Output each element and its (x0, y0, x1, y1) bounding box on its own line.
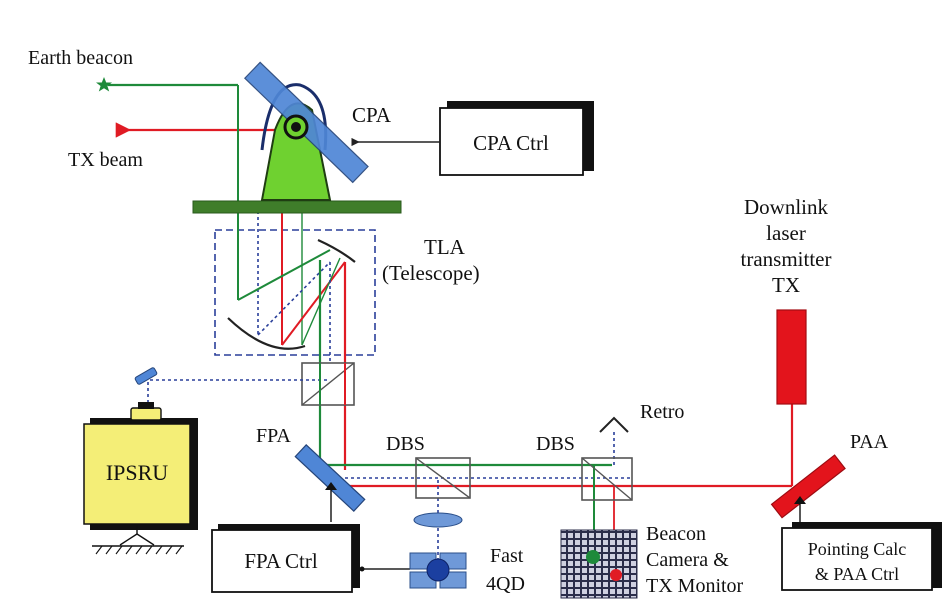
ipsru-box (83, 423, 191, 525)
4qd-focus-lens (413, 512, 463, 528)
cpa-ctrl-label: CPA Ctrl (473, 131, 549, 155)
fpa-ctrl-label: FPA Ctrl (244, 549, 318, 573)
fast-4qd-label-2: 4QD (486, 573, 525, 595)
tla-telescope-box (214, 229, 376, 356)
downlink-label-2: laser (766, 221, 806, 245)
earth-beacon-star-icon (96, 77, 112, 92)
tx-beam-diag (281, 261, 346, 346)
downlink-label-4: TX (772, 273, 800, 297)
dbs-2-diagonal (581, 457, 633, 501)
retro-label: Retro (640, 401, 684, 423)
dbs-label-1: DBS (386, 433, 425, 455)
beacon-spot (586, 550, 600, 564)
ipsru-label: IPSRU (106, 460, 168, 485)
fast-4qd-label-1: Fast (490, 545, 524, 567)
cpa-gimbal-arc (260, 83, 328, 151)
beacon-camera-label-2: Camera & (646, 549, 729, 571)
cpa-pivot-inner (291, 122, 301, 132)
beacon-camera-sensor (560, 529, 638, 599)
tla-label: TLA (424, 235, 466, 259)
dbs-2-cube (581, 457, 633, 501)
paa-label: PAA (850, 431, 889, 453)
4qd-beam-spot (426, 558, 450, 582)
downlink-laser-transmitter (776, 309, 807, 405)
pointing-ctrl-label-2: & PAA Ctrl (815, 564, 899, 584)
telescope-primary-mirror (227, 317, 306, 350)
ipsru-stand (119, 533, 155, 546)
downlink-label-1: Downlink (744, 195, 829, 219)
retro-reflector (599, 416, 629, 433)
fpa-label: FPA (256, 425, 291, 447)
fpa-mirror (294, 444, 366, 512)
beacon-camera-label-3: TX Monitor (646, 575, 744, 597)
paa-mirror-pivot (794, 496, 806, 504)
telescope-label: (Telescope) (382, 261, 480, 285)
beacon-camera-label-1: Beacon (646, 523, 706, 545)
beacon-beam-diag (237, 249, 331, 301)
pointing-ctrl-box (781, 527, 933, 591)
ipsru-lens-cap (138, 402, 154, 409)
earth-beacon-label: Earth beacon (28, 47, 133, 69)
dbs-1-cube (415, 457, 471, 499)
dbs-label-2: DBS (536, 433, 575, 455)
dbs-1-diagonal (415, 457, 471, 499)
downlink-label-3: transmitter (741, 247, 832, 271)
pointing-ctrl-label-1: Pointing Calc (808, 539, 907, 559)
fpa-ctrl-box (211, 529, 353, 593)
ipsru-ground-hatch (95, 545, 183, 555)
cpa-platform (192, 200, 402, 214)
fpa-mirror-pivot (325, 482, 337, 490)
ipsru-lens-mount (130, 407, 162, 421)
fpa-ctrl-link-dot (359, 566, 365, 572)
tx-beam-label: TX beam (68, 149, 143, 171)
dotted-beam-diag (257, 261, 331, 336)
telescope-secondary-mirror (317, 238, 356, 263)
paa-mirror (770, 454, 846, 519)
cpa-label: CPA (352, 103, 392, 127)
tx-monitor-spot (610, 569, 622, 581)
cpa-ctrl-box (439, 107, 584, 176)
ipsru-small-mirror (134, 367, 158, 385)
